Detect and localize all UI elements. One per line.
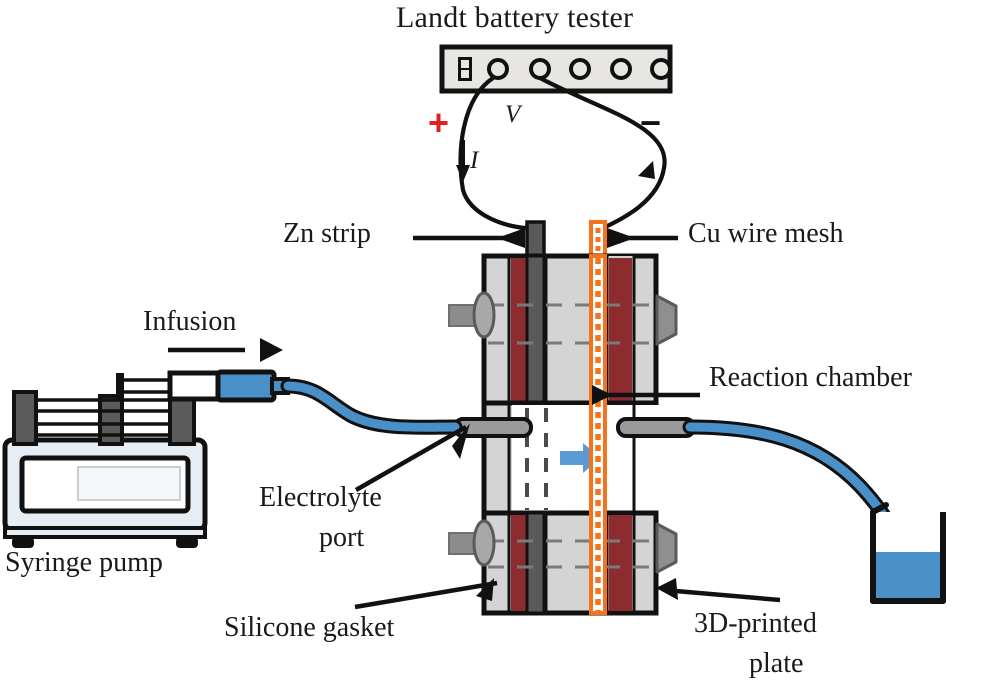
waste-beaker xyxy=(870,502,946,604)
cell-lower-block xyxy=(481,510,659,616)
return-direction-arrow xyxy=(638,161,655,179)
voltage-symbol-label: V xyxy=(505,101,521,128)
infusion-label: Infusion xyxy=(143,306,237,337)
reaction-chamber-label: Reaction chamber xyxy=(709,362,912,393)
zn-strip-upper xyxy=(525,254,546,405)
circuit-wires xyxy=(458,75,667,231)
tester-title: Landt battery tester xyxy=(396,1,634,34)
cell-bolt-upper-left xyxy=(448,291,496,339)
silicone-gasket-label: Silicone gasket xyxy=(224,612,395,643)
cell-bolt-lower-left xyxy=(448,519,496,567)
cell-upper-block xyxy=(481,253,659,406)
pump-foot-left xyxy=(12,537,34,548)
leader-electrolyte-port xyxy=(354,425,468,492)
syringe-pump-label: Syringe pump xyxy=(5,547,163,578)
syringe-pump xyxy=(2,369,290,548)
cell-nut-lower-right xyxy=(655,522,678,574)
cu-wire-mesh-label: Cu wire mesh xyxy=(688,218,844,249)
zn-strip-lower xyxy=(525,511,546,615)
current-symbol-label: I xyxy=(470,147,479,174)
electrochemical-cell-stack xyxy=(448,220,696,616)
current-direction-arrow xyxy=(456,140,470,182)
electrolyte-port-label-line1: Electrolyte xyxy=(259,482,382,513)
silicone-gasket-lower-right xyxy=(609,515,632,611)
leader-silicone-gasket xyxy=(354,580,498,610)
pump-foot-right xyxy=(176,537,198,548)
silicone-gasket-upper-right2 xyxy=(609,258,632,401)
beaker-spout xyxy=(870,502,889,515)
inlet-tubing-fill xyxy=(283,381,460,432)
syringe-barrel xyxy=(167,370,223,402)
zn-strip-label: Zn strip xyxy=(283,218,371,249)
leader-3d-plate xyxy=(663,587,781,603)
syringe-fluid xyxy=(215,369,277,403)
cell-nut-upper-right xyxy=(655,294,678,346)
polarity-minus-label: − xyxy=(640,102,662,143)
electrolyte-port-label-line2: port xyxy=(319,522,365,553)
cu-wire-mesh-strip xyxy=(589,254,607,615)
tester-indicator xyxy=(458,57,472,81)
polarity-plus-label: + xyxy=(428,102,450,143)
beaker-liquid xyxy=(876,552,940,598)
3d-printed-plate-label-line1: 3D-printed xyxy=(694,608,817,639)
3d-printed-plate-label-line2: plate xyxy=(749,648,804,679)
leader-arrowheads xyxy=(260,228,678,601)
